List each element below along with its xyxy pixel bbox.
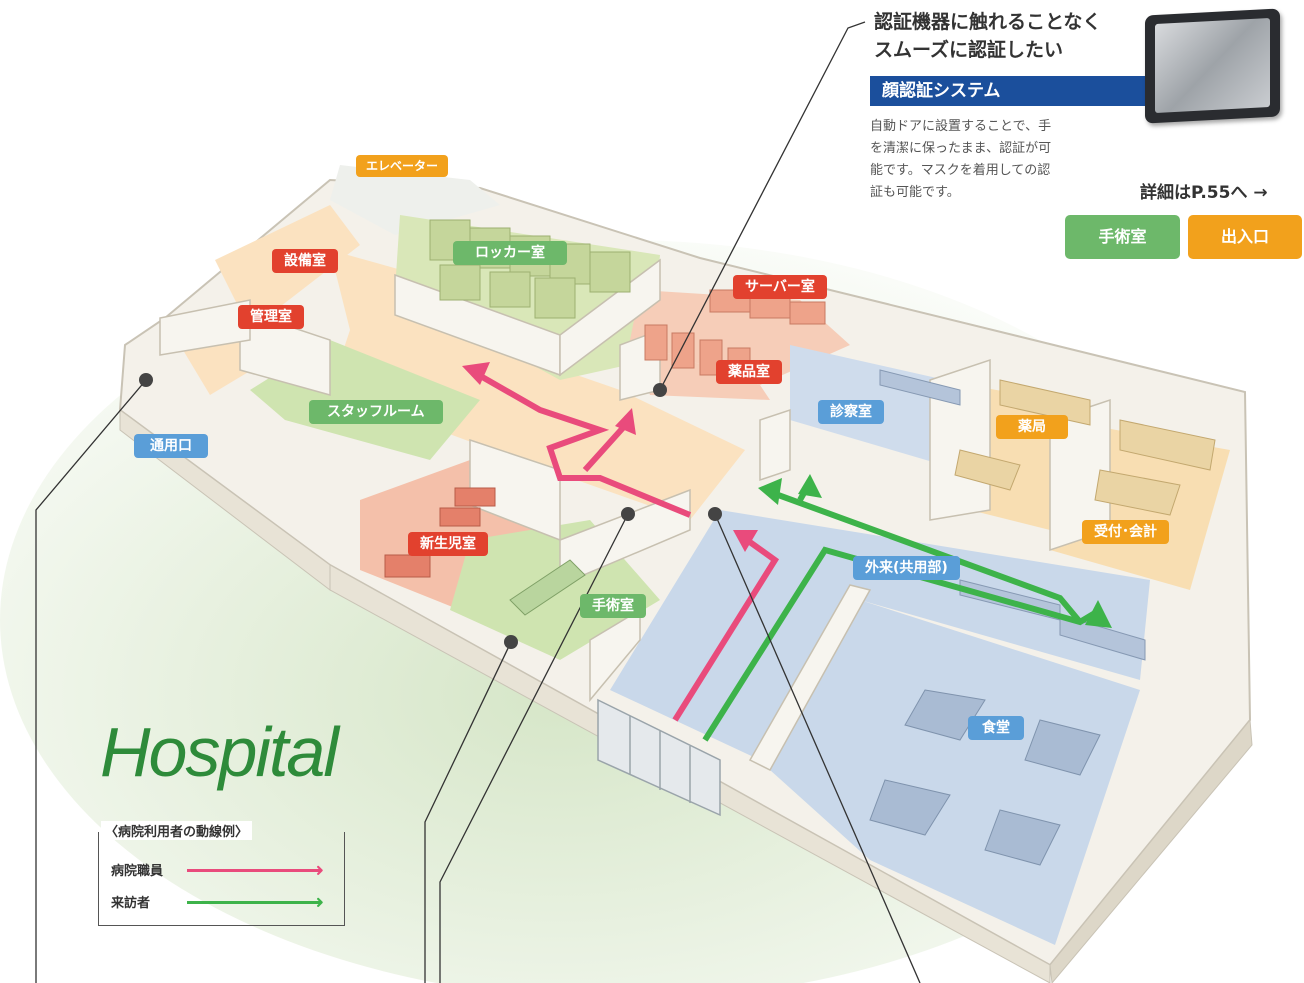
legend-title: 〈病院利用者の動線例〉: [101, 821, 253, 840]
room-label-exam: 診察室: [818, 400, 884, 424]
detail-page-link[interactable]: 詳細はP.55へ →: [1140, 178, 1268, 203]
device-markers: [139, 373, 722, 649]
room-label-surgery: 手術室: [580, 594, 646, 618]
callout-heading-line2: スムーズに認証したい: [874, 39, 1064, 61]
staff-route-arrowhead-upper: [462, 362, 490, 385]
room-label-cafeteria: 食堂: [968, 716, 1024, 740]
legend-staff-arrow-icon: ➜: [309, 860, 325, 881]
elevator-floor: [330, 165, 500, 235]
surgery-table: [509, 559, 586, 616]
detail-link-text: 詳細はP.55へ: [1140, 183, 1248, 203]
staff-route-arrowhead-lower: [733, 530, 758, 552]
hospital-title: Hospital: [100, 713, 339, 791]
staff-route-arrowhead-branch: [615, 408, 636, 435]
staff-route-lower: [672, 532, 780, 722]
tablet-screen: [1155, 17, 1270, 114]
face-auth-tablet-image: [1145, 8, 1280, 124]
visitor-route-arrowhead-left: [758, 478, 782, 505]
room-label-medicine: 薬品室: [716, 360, 782, 384]
outpatient-floor: [610, 510, 1150, 760]
cafeteria-floor: [770, 600, 1140, 945]
room-label-server: サーバー室: [733, 275, 827, 299]
description-line2: を清潔に保ったまま、認証が可: [870, 141, 1052, 156]
pharmacy-furniture: [954, 379, 1216, 516]
route-legend: 〈病院利用者の動線例〉 病院職員 ➜ 来訪者 ➜: [98, 821, 345, 926]
description-line3: 能です。マスクを着用しての認: [870, 163, 1051, 178]
visitor-route-upper: [768, 489, 1083, 624]
room-label-elevator: エレベーター: [356, 155, 449, 177]
visitor-route-arrowhead-exam: [798, 474, 822, 498]
face-auth-callout: 認証機器に触れることなく スムーズに認証したい 顔認証システム 自動ドアに設置す…: [870, 8, 1170, 204]
leader-lines: [35, 21, 921, 983]
callout-heading-line1: 認証機器に触れることなく: [874, 11, 1102, 33]
description-line4: 証も可能です。: [870, 185, 960, 200]
room-label-outpatient: 外来(共用部): [853, 556, 960, 580]
room-label-locker: ロッカー室: [453, 241, 567, 265]
legend-visitor-arrow-icon: ➜: [309, 892, 325, 913]
room-label-staff: スタッフルーム: [309, 400, 443, 424]
cafeteria-tables: [869, 689, 1101, 866]
interior-walls: [159, 258, 1111, 771]
visitor-route-arrowhead-right: [1085, 600, 1112, 628]
nursery-cribs: [384, 487, 496, 578]
legend-visitor-label: 来訪者: [111, 896, 151, 911]
room-label-equipment: 設備室: [272, 249, 338, 273]
room-label-service-entrance: 通用口: [134, 434, 208, 458]
legend-visitor-line: [187, 901, 319, 904]
room-label-reception: 受付･会計: [1082, 520, 1169, 544]
arrow-right-icon: →: [1253, 183, 1268, 203]
entrance-doors: [597, 698, 721, 817]
tag-entrance[interactable]: 出入口: [1188, 215, 1302, 259]
room-label-nursery: 新生児室: [408, 532, 488, 556]
legend-staff-label: 病院職員: [111, 864, 164, 879]
tag-surgery-room[interactable]: 手術室: [1065, 215, 1180, 259]
legend-staff-line: [187, 869, 319, 872]
room-label-pharmacy: 薬局: [996, 415, 1068, 439]
description-line1: 自動ドアに設置することで、手: [870, 119, 1052, 134]
system-name-bar: 顔認証システム: [870, 76, 1152, 106]
callout-heading: 認証機器に触れることなく スムーズに認証したい: [874, 8, 1170, 64]
staff-route-upper: [468, 367, 692, 518]
building-right-wall: [1049, 718, 1253, 983]
room-label-management: 管理室: [238, 305, 304, 329]
system-description: 自動ドアに設置することで、手 を清潔に保ったまま、認証が可 能です。マスクを着用…: [870, 116, 1140, 204]
